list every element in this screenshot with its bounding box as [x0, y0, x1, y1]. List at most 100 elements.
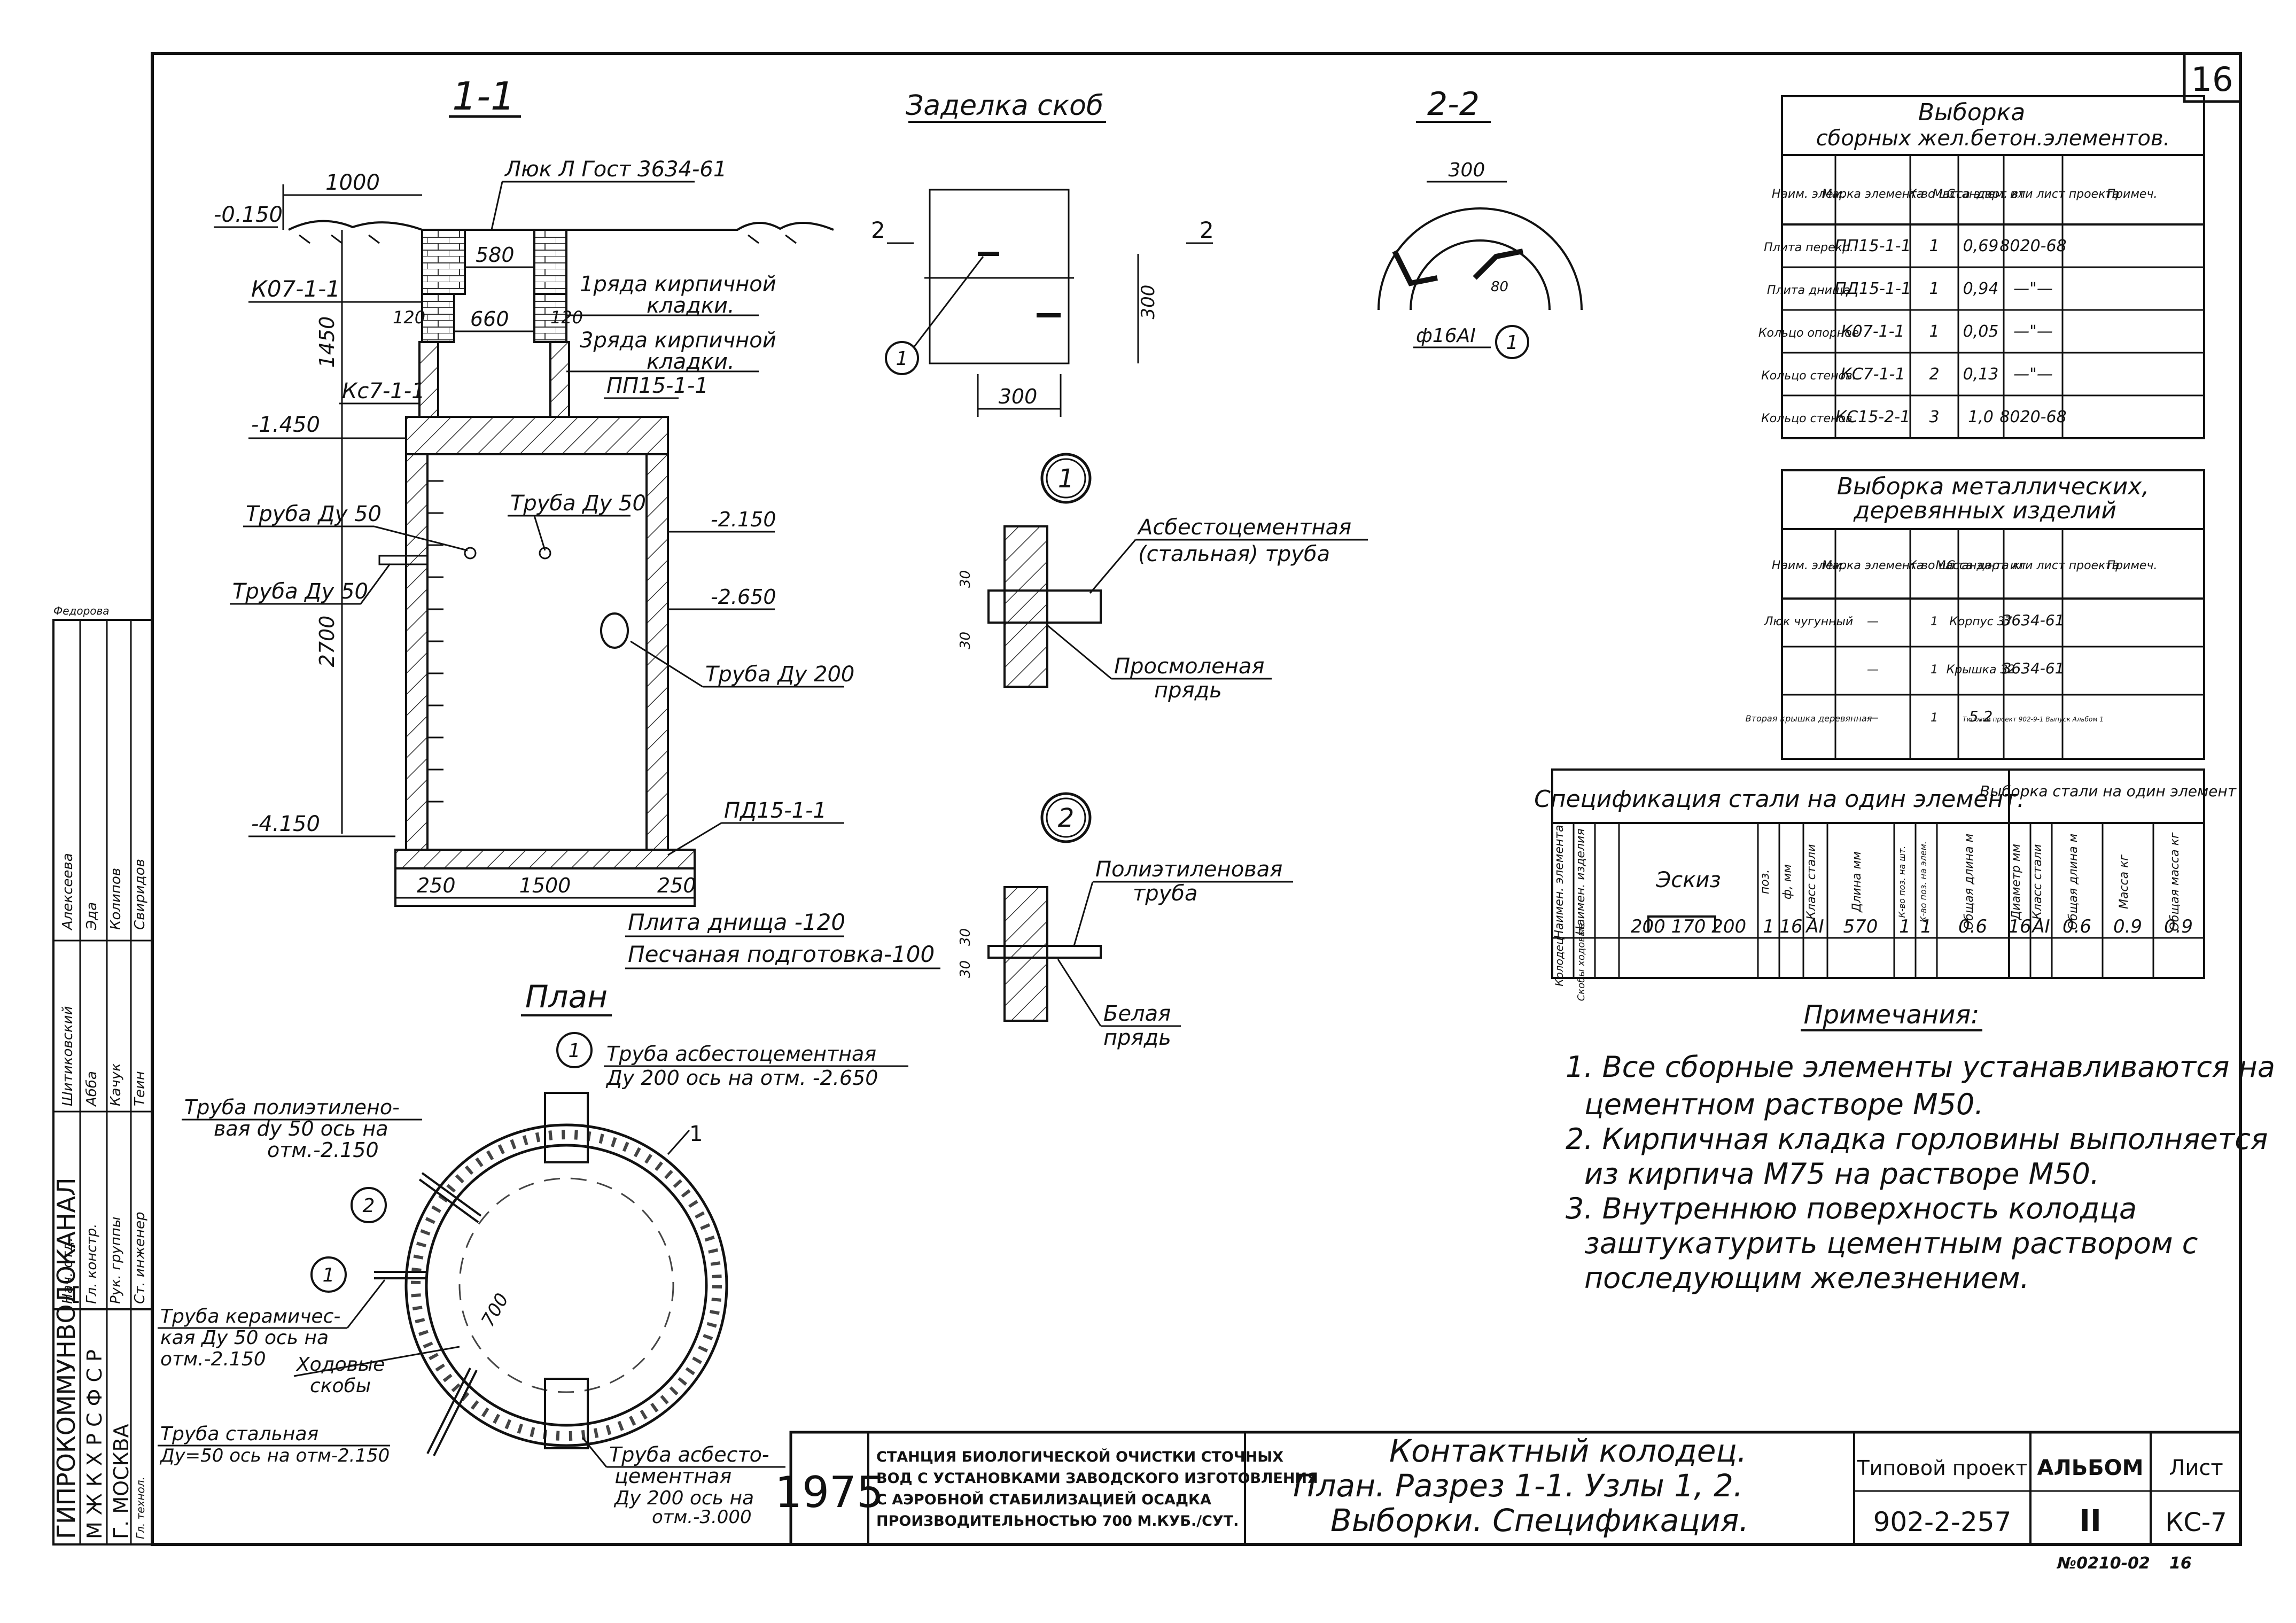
node-1-number: 1	[1058, 464, 1075, 494]
ts-c7: 1	[1899, 916, 1911, 937]
rebar-label: ф16АI	[1416, 325, 1476, 347]
tm-h5: Примеч.	[2107, 559, 2158, 572]
note-line-3: 2. Кирпичная кладка горловины выполняетс…	[1566, 1122, 2268, 1156]
section-2-callout: 1	[1506, 332, 1519, 354]
stamp-name1-0: Шитиковский	[60, 1006, 76, 1106]
ts-h7: К-во поз. на шт.	[1897, 846, 1907, 918]
ts-c14: 0.9	[2164, 916, 2193, 937]
tc-r0c0: Плита перекр.	[1764, 241, 1854, 254]
stamp-sheet-title-c: Выборки. Спецификация.	[1330, 1502, 1749, 1539]
stamp-role-2: Рук. группы	[108, 1217, 124, 1304]
ts-c0: Колодец	[1553, 937, 1566, 986]
plan-pipe-ac-bot-a: Труба асбесто-	[609, 1443, 769, 1466]
tc-r3c1: КС7-1-1	[1840, 365, 1905, 384]
table-metal-items: Выборка металлических, деревянных издели…	[1746, 469, 2205, 760]
ts-c8: 1	[1920, 916, 1932, 937]
tc-r1c2: 1	[1929, 279, 1939, 298]
ts-h13: Масса кг	[2118, 855, 2131, 909]
stamp-project-b: ВОД С УСТАНОВКАМИ ЗАВОДСКОГО ИЗГОТОВЛЕНИ…	[876, 1470, 1318, 1487]
stamp-org-b: М Ж К Х Р С Ф С Р	[83, 1349, 106, 1539]
staples-title: Заделка скоб	[906, 90, 1103, 122]
node-2-number: 2	[1058, 803, 1075, 833]
node-2-label-a: Полиэтиленовая	[1095, 857, 1282, 882]
tc-r1c0: Плита днища	[1767, 284, 1850, 297]
cover-slab-label: ПП15-1-1	[606, 374, 709, 398]
ts-c13: 0.9	[2113, 916, 2142, 937]
tc-h2: К-во шт.	[1909, 188, 1960, 201]
node-1-label-a: Асбестоцементная	[1137, 515, 1351, 540]
stamp-typ-value: 902-2-257	[1873, 1506, 2012, 1537]
footer-page: 16	[2169, 1554, 2192, 1573]
plan-pipe-top	[544, 1092, 589, 1163]
ts-c6: 570	[1843, 916, 1878, 937]
tm-h2: К-во шт.	[1909, 559, 1960, 572]
dim-1000: 1000	[325, 170, 380, 195]
stamp-sheet-title-a: Контактный колодец.	[1389, 1433, 1747, 1469]
level-4150: -4.150	[251, 812, 320, 836]
ts-c3: 1	[1763, 916, 1774, 937]
stamp-album-value: II	[2079, 1504, 2102, 1539]
left-stamp: ГИПРОКОММУНВОДОКАНАЛ М Ж К Х Р С Ф С Р Г…	[52, 604, 153, 1546]
pipe-50b-label: Труба Ду 50	[510, 491, 646, 516]
tm-r2c0: Вторая крышка деревянная	[1746, 713, 1872, 724]
ring-support-label: К07-1-1	[251, 276, 340, 302]
plan-callout-2: 2	[363, 1195, 375, 1217]
stamp-name2-0: Алексеева	[60, 853, 76, 931]
tc-r0c3: 0,69	[1963, 237, 1999, 255]
table-concrete-title-a: Выборка	[1918, 99, 2025, 126]
tc-r1c4: —"—	[2013, 279, 2053, 298]
stamp-role-3: Ст. инженер	[132, 1212, 148, 1304]
node-1-wall	[1003, 525, 1048, 688]
stamp-name2-3: Свиридов	[132, 859, 148, 930]
plan-pipe-ac-bot-c: Ду 200 ось на	[613, 1487, 754, 1509]
plan-pipe-cer-a: Труба керамичес-	[160, 1306, 340, 1327]
level-top: -0.150	[214, 203, 283, 227]
stamp-role-0: Нач. отд.	[60, 1237, 76, 1304]
note-line-7: последующим железнением.	[1584, 1261, 2029, 1295]
table-concrete-elements: Выборка сборных жел.бетон.элементов. Наи…	[1758, 95, 2205, 439]
ts-c5: АI	[1805, 916, 1824, 937]
sheet-number: 16	[2191, 60, 2233, 99]
brick-1-label: 1ряда кирпичной	[580, 272, 776, 297]
note-line-2: цементном растворе М50.	[1584, 1088, 1983, 1121]
plan-pipe-ac-top-b: Ду 200 ось на отм. -2.650	[605, 1066, 878, 1090]
tm-r2c4: Типовой проект 902-9-1 Выпуск Альбом 1	[1963, 716, 2104, 723]
node-2: 2 Полиэтиленовая труба Белая прядь 30 30	[958, 792, 1293, 1050]
node-1-label-b: (стальная) труба	[1138, 542, 1330, 566]
tc-r3c3: 0,13	[1963, 365, 1999, 384]
tm-r0c3: Корпус 37	[1949, 615, 2012, 628]
tm-r2c2: 1	[1931, 711, 1938, 725]
tc-r3c2: 2	[1929, 365, 1939, 384]
stamp-list-label: Лист	[2169, 1456, 2223, 1480]
tc-r4c2: 3	[1929, 408, 1939, 426]
tc-r4c3: 1,0	[1968, 408, 1994, 426]
note-line-6: заштукатурить цементным раствором с	[1584, 1226, 2198, 1260]
staples-callout-1	[885, 341, 919, 375]
level-2650: -2.650	[711, 585, 776, 609]
section-2-2-title: 2-2	[1427, 86, 1480, 123]
tc-r3c4: —"—	[2013, 365, 2053, 384]
tm-r1c4: 3634-61	[2002, 659, 2065, 677]
plan-cut-mark: 1	[689, 1122, 703, 1146]
stamp-year: 1975	[775, 1467, 884, 1517]
node-1-dim-30a: 30	[958, 570, 974, 588]
plan-pipe-cer-b: кая Ду 50 ось на	[160, 1327, 329, 1349]
node-2-wall	[1003, 886, 1048, 1022]
notes-title: Примечания:	[1804, 1000, 1980, 1030]
plan-pipe-st-b: Ду=50 ось на отм-2.150	[159, 1445, 390, 1466]
ts-h0: Наимен. элемента	[1553, 825, 1566, 938]
neck-brick-left	[421, 229, 466, 295]
note-line-1: 1. Все сборные элементы устанавливаются …	[1566, 1050, 2275, 1084]
tc-r0c1: ПП15-1-1	[1834, 237, 1911, 255]
table-metal-title-a: Выборка металлических,	[1837, 473, 2150, 500]
note-line-5: 3. Внутреннюю поверхность колодца	[1566, 1192, 2137, 1225]
tc-r2c3: 0,05	[1963, 322, 1999, 341]
staples-callout-1-text: 1	[896, 348, 908, 370]
ts-c9: 0.6	[1958, 916, 1987, 937]
ts-h8: К-во поз. на элем.	[1918, 841, 1928, 922]
plan-pipe-bottom	[544, 1378, 589, 1449]
note-sand: Песчаная подготовка-100	[628, 941, 935, 967]
dim-660: 660	[470, 307, 509, 331]
level-2150: -2.150	[711, 508, 776, 531]
